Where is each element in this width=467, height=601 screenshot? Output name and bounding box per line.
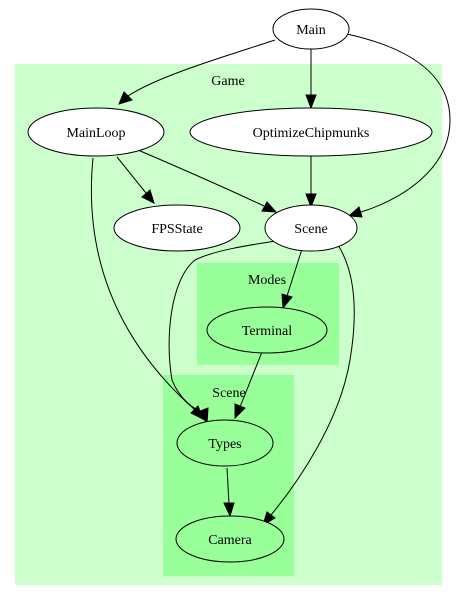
- node-camera[interactable]: Camera: [175, 515, 285, 563]
- nodes: Main MainLoop OptimizeChipmunks FPSState…: [27, 8, 433, 563]
- edge-main-mainloop: [118, 39, 276, 105]
- edge-mainloop-scene: [137, 149, 278, 213]
- edge-main-optimize: [305, 48, 317, 110]
- edge-scene-terminal: [281, 248, 303, 310]
- edge-optimize-scene: [305, 155, 317, 209]
- edge-mainloop-fpsstate: [116, 156, 155, 204]
- edge-types-camera: [223, 467, 235, 518]
- cluster-game-label: Game: [211, 74, 244, 89]
- edges: [90, 33, 451, 527]
- node-types-label: Types: [208, 437, 241, 452]
- node-terminal-label: Terminal: [242, 324, 292, 339]
- node-main-label: Main: [296, 23, 326, 38]
- cluster-scene-label: Scene: [212, 386, 245, 401]
- node-optimize-label: OptimizeChipmunks: [253, 126, 370, 141]
- node-fpsstate-label: FPSState: [151, 222, 202, 237]
- node-mainloop[interactable]: MainLoop: [27, 107, 165, 157]
- edge-terminal-types: [234, 351, 263, 420]
- node-optimize[interactable]: OptimizeChipmunks: [189, 107, 433, 157]
- node-terminal[interactable]: Terminal: [206, 306, 328, 354]
- node-fpsstate[interactable]: FPSState: [113, 204, 241, 252]
- node-types[interactable]: Types: [176, 419, 274, 467]
- edge-scene-types: [168, 239, 283, 425]
- cluster-modes-label: Modes: [248, 273, 286, 288]
- node-mainloop-label: MainLoop: [66, 126, 125, 141]
- node-main[interactable]: Main: [272, 8, 350, 50]
- node-camera-label: Camera: [208, 533, 252, 548]
- node-scene-label: Scene: [294, 222, 327, 237]
- edge-main-scene: [346, 33, 451, 218]
- node-scene[interactable]: Scene: [264, 204, 358, 252]
